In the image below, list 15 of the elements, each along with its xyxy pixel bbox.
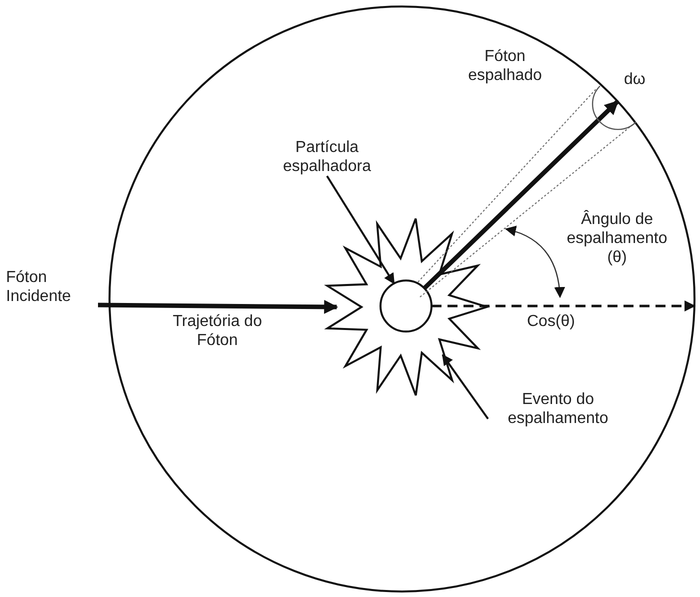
scattering-starburst <box>323 216 489 398</box>
annotation-label: Cos(θ) <box>527 312 576 331</box>
leader-arrow <box>326 175 395 284</box>
angle-symbol-label: dω <box>624 70 646 89</box>
particle-circle <box>379 279 433 333</box>
dashed-arrow <box>432 300 696 312</box>
annotation-label: Ângulo de espalhamento (θ) <box>566 210 668 267</box>
annotation-label: Fóton espalhado <box>467 47 543 85</box>
arrow <box>98 300 338 314</box>
node-label: Fóton Incidente <box>6 268 98 306</box>
arrow <box>422 100 620 290</box>
sphere-outline <box>108 5 696 593</box>
leader-arrow <box>442 354 489 420</box>
node-label: Evento do espalhamento <box>488 390 628 428</box>
node-label: Partícula espalhadora <box>262 138 392 176</box>
